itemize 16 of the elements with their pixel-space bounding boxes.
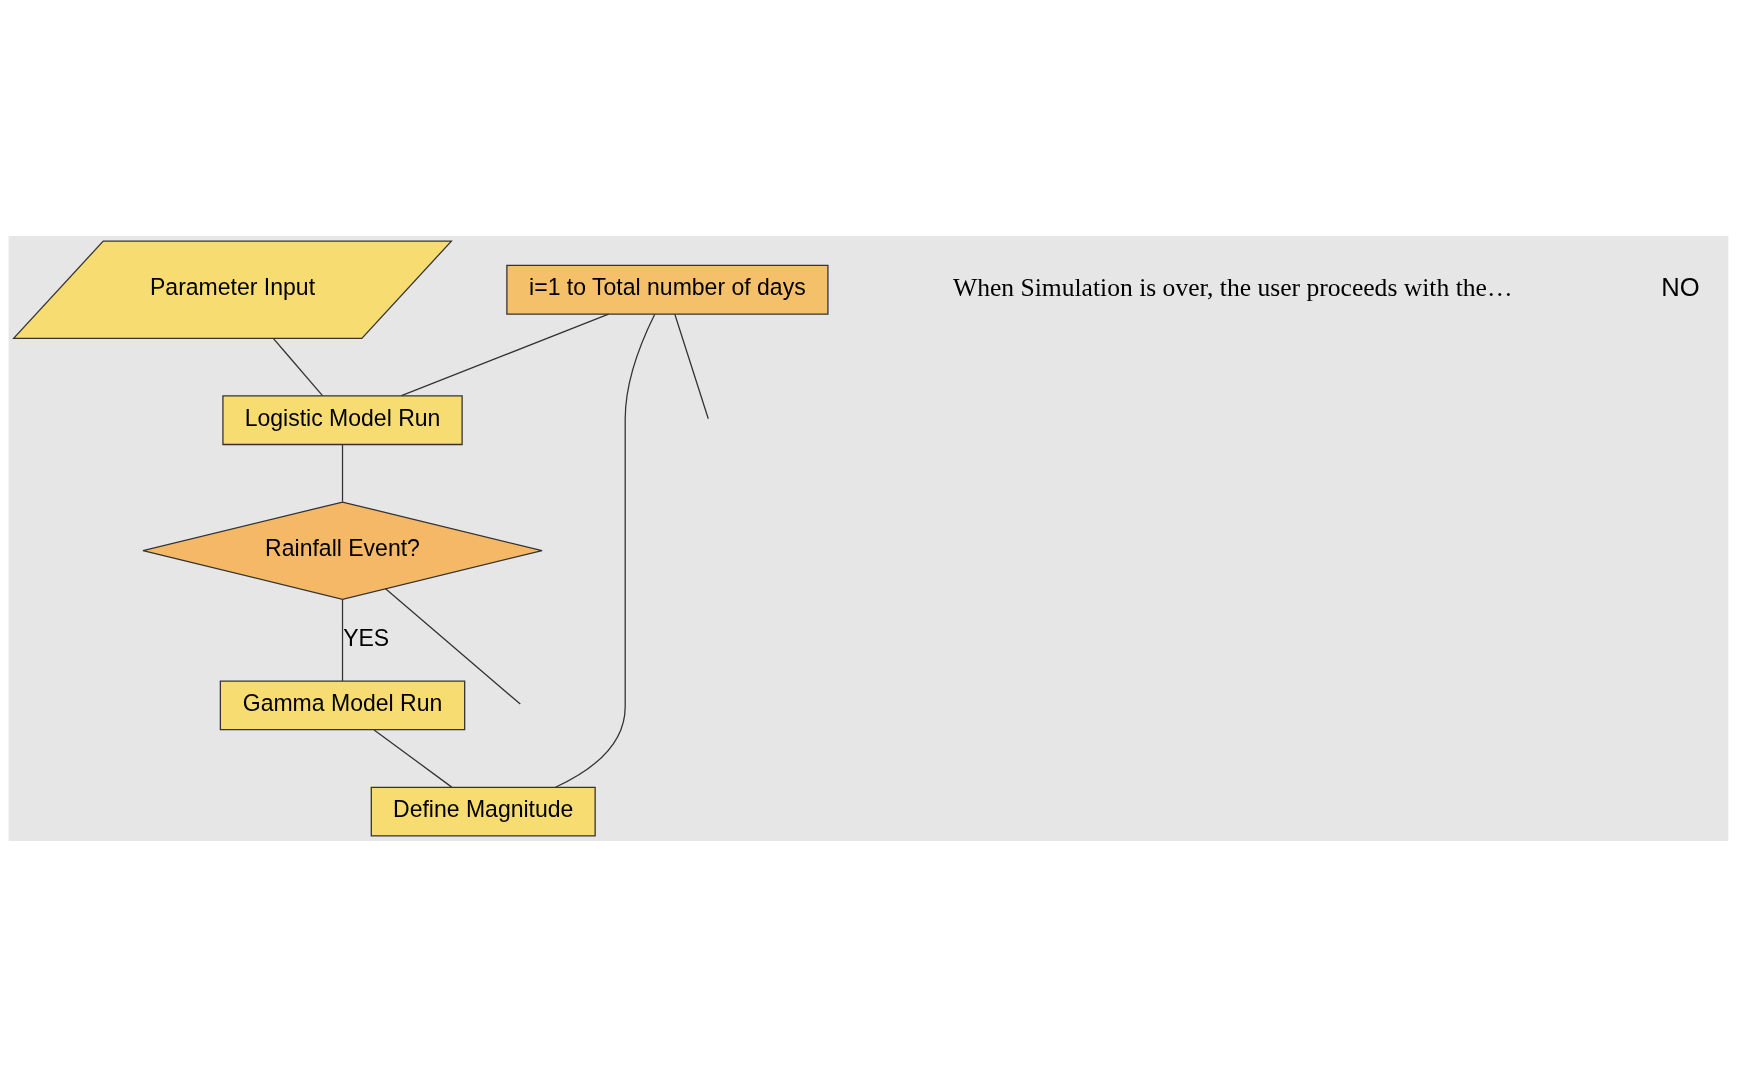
connector bbox=[341, 443, 344, 502]
connector bbox=[373, 728, 453, 788]
node-box: i=1 to Total number of days bbox=[506, 264, 829, 315]
node-box: Gamma Model Run bbox=[219, 680, 466, 730]
connector bbox=[674, 313, 709, 419]
connector bbox=[400, 313, 610, 396]
connector bbox=[554, 313, 656, 788]
node-box: Logistic Model Run bbox=[222, 394, 463, 445]
connector bbox=[384, 587, 521, 705]
node-box: Define Magnitude bbox=[370, 786, 596, 836]
connector bbox=[272, 337, 324, 396]
connector bbox=[341, 598, 344, 682]
label: NO bbox=[1661, 272, 1700, 301]
node-diamond: Rainfall Event? bbox=[142, 500, 543, 600]
edge-label: YES bbox=[343, 624, 390, 651]
label: When Simulation is over, the user proceeds with the… bbox=[953, 272, 1513, 302]
